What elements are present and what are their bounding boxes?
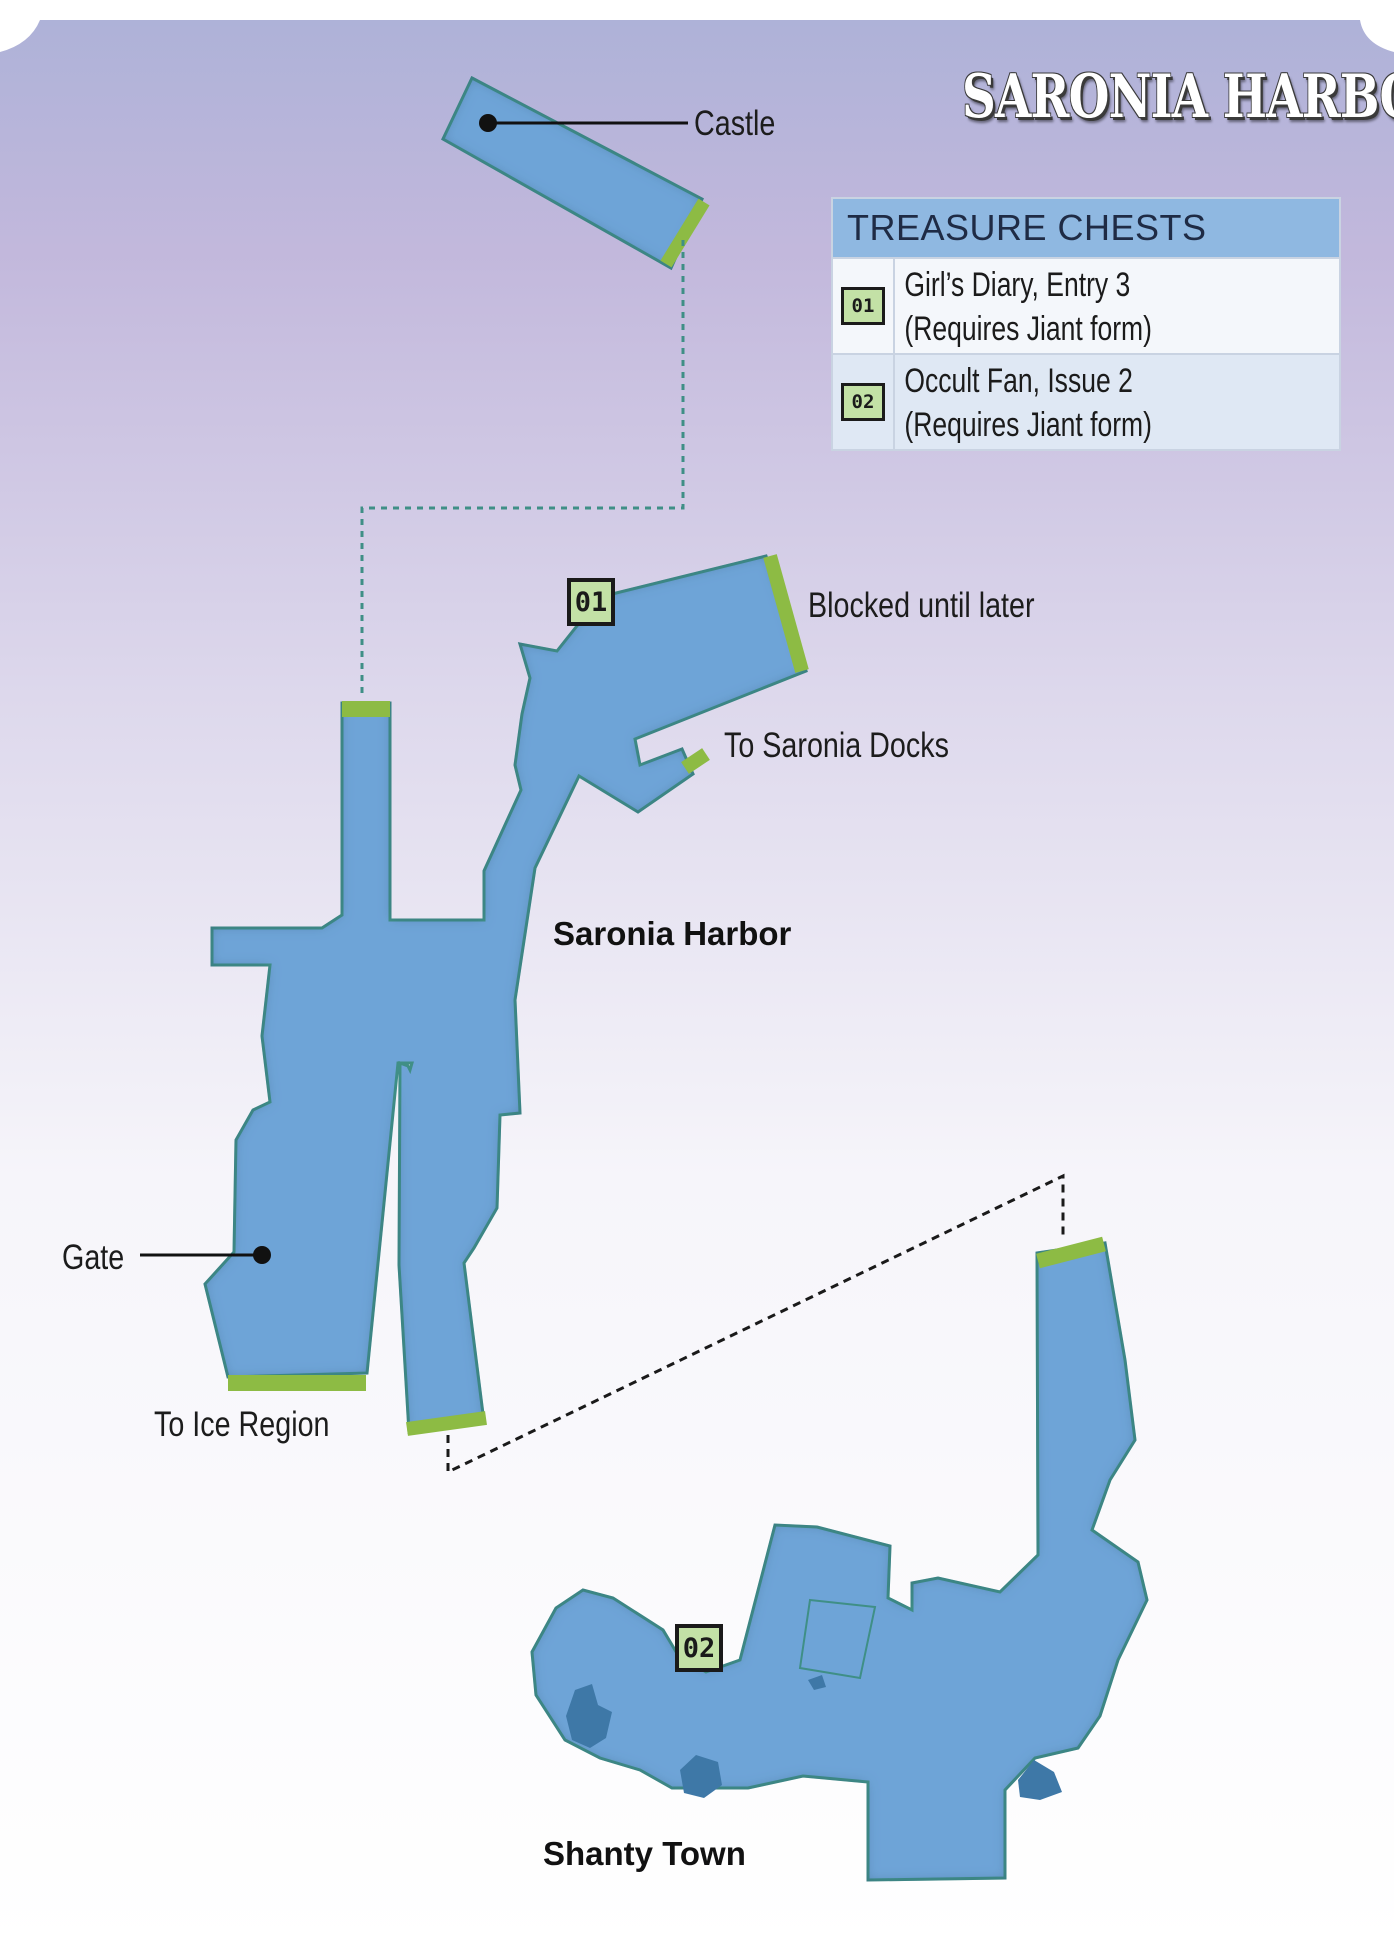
ice-region-label: To Ice Region — [154, 1405, 330, 1444]
docks-label: To Saronia Docks — [724, 726, 949, 765]
chest-marker-02[interactable]: 02 — [675, 1624, 723, 1672]
legend-text: Girl’s Diary, Entry 3 (Requires Jiant fo… — [895, 259, 1241, 353]
shanty-rock-4 — [808, 1675, 826, 1690]
gate-point[interactable] — [253, 1246, 271, 1264]
chest-marker-01[interactable]: 01 — [567, 578, 615, 626]
map-title: SARONIA HARBOR — [962, 62, 1394, 132]
legend-item-name: Girl’s Diary, Entry 3 — [904, 266, 1131, 304]
shanty-rock-3 — [1018, 1760, 1062, 1800]
castle-point[interactable] — [479, 114, 497, 132]
shanty-north-exit[interactable] — [1036, 1236, 1106, 1269]
castle-connector-line — [360, 240, 685, 695]
blocked-exit[interactable] — [763, 554, 809, 673]
legend-item-name: Occult Fan, Issue 2 — [904, 362, 1133, 400]
shanty-building-outline — [798, 1598, 877, 1680]
legend-title: TREASURE CHESTS — [833, 199, 1339, 257]
legend-badge-01: 01 — [841, 287, 885, 325]
legend-text: Occult Fan, Issue 2 (Requires Jiant form… — [895, 355, 1241, 449]
harbor-region — [203, 554, 808, 1434]
gate-label: Gate — [62, 1238, 125, 1277]
shanty-rock-1 — [566, 1684, 612, 1748]
legend-badge-02: 02 — [841, 383, 885, 421]
blocked-label: Blocked until later — [808, 586, 1035, 625]
legend-item-note: (Requires Jiant form) — [904, 406, 1152, 444]
legend-id-cell: 01 — [833, 259, 895, 353]
shanty-connector-line — [446, 1173, 1065, 1475]
castle-area — [441, 75, 710, 271]
treasure-legend: TREASURE CHESTS 01 Girl’s Diary, Entry 3… — [831, 197, 1341, 451]
shanty-town-region — [530, 1241, 1149, 1882]
castle-label: Castle — [694, 104, 776, 143]
castle-exit[interactable] — [660, 198, 710, 268]
legend-row: 02 Occult Fan, Issue 2 (Requires Jiant f… — [833, 353, 1339, 449]
legend-id-cell: 02 — [833, 355, 895, 449]
harbor-south-exit[interactable] — [406, 1411, 487, 1436]
legend-row: 01 Girl’s Diary, Entry 3 (Requires Jiant… — [833, 257, 1339, 353]
shanty-rock-2 — [680, 1755, 722, 1798]
shanty-area-label: Shanty Town — [543, 1835, 746, 1872]
legend-item-note: (Requires Jiant form) — [904, 310, 1152, 348]
docks-exit[interactable] — [681, 748, 710, 774]
harbor-area-label: Saronia Harbor — [553, 915, 792, 952]
